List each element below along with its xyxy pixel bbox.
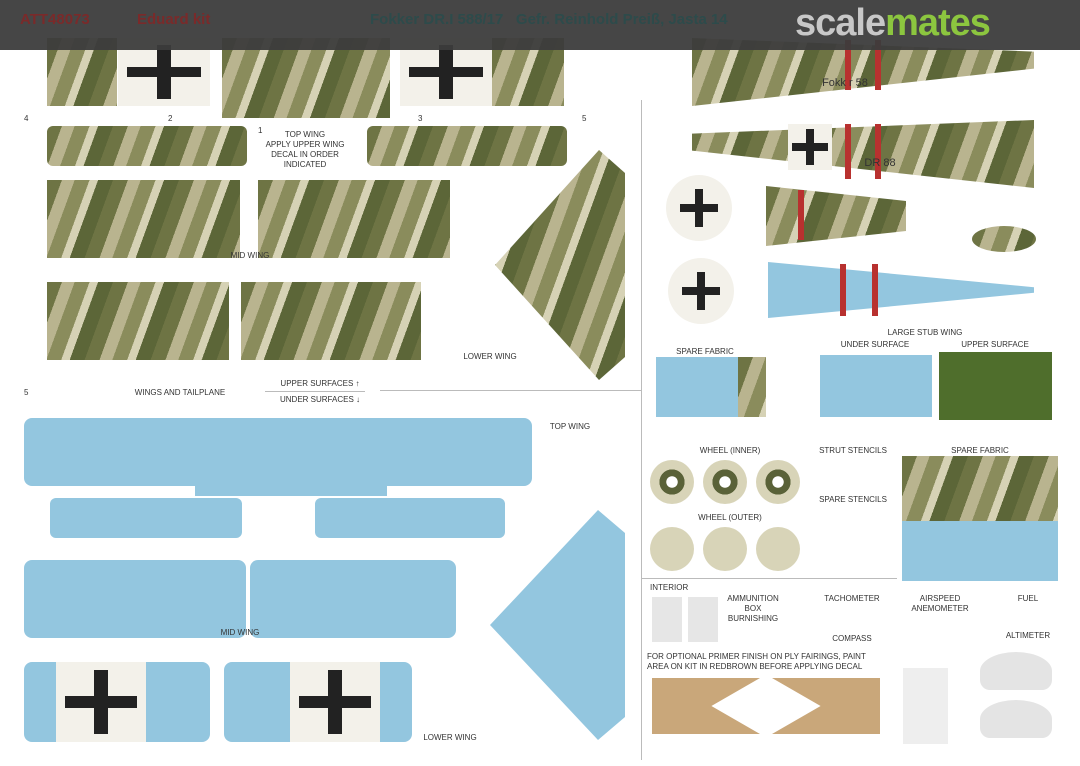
num-1: 1 <box>258 126 263 135</box>
mid-wing-left <box>47 180 240 258</box>
stub-under-surface <box>820 355 932 417</box>
large-stub-wing-label: LARGE STUB WING <box>887 328 963 337</box>
lower-wing-label: LOWER WING <box>463 352 517 361</box>
top-wing-instructions: TOP WING APPLY UPPER WING DECAL IN ORDER… <box>265 130 345 169</box>
product-code: ATT48073 <box>20 11 90 28</box>
stub-upper-label: UPPER SURFACE <box>961 340 1029 349</box>
interior-label: INTERIOR <box>650 583 689 592</box>
fuselage-serial-2: DR 88 <box>864 157 896 169</box>
fuselage-top <box>766 186 906 246</box>
num-4: 4 <box>24 114 29 123</box>
top-wing-under-center <box>195 480 387 496</box>
stub-under-label: UNDER SURFACE <box>840 340 910 349</box>
top-wing-center <box>222 38 390 118</box>
instrument-panel-decal <box>903 668 948 744</box>
red-stripe <box>872 264 878 316</box>
spare-fabric-camo <box>738 357 766 417</box>
top-wing-under <box>24 418 532 486</box>
mid-wing-right <box>258 180 450 258</box>
top-wing-under-label: TOP WING <box>549 422 591 431</box>
lower-wing-under-label: LOWER WING <box>423 733 477 742</box>
cowling-cross-decal <box>666 175 732 241</box>
red-stripe <box>875 124 881 179</box>
divider-vertical <box>641 100 642 760</box>
wings-tailplane-label: WINGS AND TAILPLANE <box>134 388 226 397</box>
divider <box>642 578 897 579</box>
scalemates-logo: scalemates <box>795 2 991 45</box>
mid-wing-under-left <box>24 560 246 638</box>
divider <box>265 391 365 392</box>
strut-stencils-label: STRUT STENCILS <box>819 446 887 455</box>
red-stripe <box>840 264 846 316</box>
num-5b: 5 <box>24 388 29 397</box>
iron-cross-decal <box>788 124 832 170</box>
under-surfaces-label: UNDER SURFACES ↓ <box>279 395 360 404</box>
wheel-inner-decal <box>756 460 800 504</box>
stub-upper-surface <box>939 352 1052 420</box>
spare-fabric-camo-2 <box>902 456 1058 521</box>
aileron-under-left <box>50 498 242 538</box>
kit-label: Eduard kit <box>137 11 211 28</box>
ply-fairing-decal <box>772 678 880 734</box>
aileron-right <box>367 126 567 166</box>
iron-cross-decal <box>290 662 380 742</box>
compass-label: COMPASS <box>832 634 872 643</box>
fuselage-bottom <box>768 262 1034 318</box>
wheel-outer-decal <box>703 527 747 571</box>
ammo-box-decal <box>688 597 718 642</box>
ply-fairing-decal <box>652 678 760 734</box>
headrest-decal <box>980 652 1052 690</box>
tailplane-under <box>490 510 625 740</box>
red-stripe <box>875 40 881 90</box>
wheel-outer-decal <box>756 527 800 571</box>
num-3: 3 <box>418 114 423 123</box>
num-2: 2 <box>168 114 173 123</box>
logo-part: mates <box>885 2 991 44</box>
spare-fabric-label-2: SPARE FABRIC <box>951 446 1009 455</box>
fuselage-serial: Fokk r 58 <box>822 77 868 89</box>
red-stripe <box>798 190 804 240</box>
header-bar: ATT48073 Eduard kit Fokker DR.I 588/17 G… <box>0 0 1080 50</box>
ammo-label: AMMUNITION BOX BURNISHING <box>727 594 779 623</box>
spare-stencils-label: SPARE STENCILS <box>819 495 887 504</box>
num-5: 5 <box>582 114 587 123</box>
wheel-inner-decal <box>703 460 747 504</box>
tachometer-label: TACHOMETER <box>824 594 880 603</box>
mid-wing-under-label: MID WING <box>220 628 260 637</box>
wheel-inner-decal <box>650 460 694 504</box>
logo-part: scale <box>795 2 886 44</box>
ammo-box-decal <box>652 597 682 642</box>
spare-fabric-label: SPARE FABRIC <box>676 347 734 356</box>
mid-wing-label: MID WING <box>230 251 270 260</box>
fuel-label: FUEL <box>1017 594 1039 603</box>
wheel-outer-decal <box>650 527 694 571</box>
altimeter-label: ALTIMETER <box>1005 631 1051 640</box>
primer-note: FOR OPTIONAL PRIMER FINISH ON PLY FAIRIN… <box>647 652 866 671</box>
red-stripe <box>845 124 851 179</box>
spare-fabric-blue <box>656 357 738 417</box>
lower-wing-left <box>47 282 229 360</box>
mid-wing-under-right <box>250 560 456 638</box>
spare-fabric-blue-2 <box>902 521 1058 581</box>
tailplane-upper <box>495 150 625 380</box>
divider <box>380 390 642 391</box>
cowling-cross-decal <box>668 258 734 324</box>
airspeed-label: AIRSPEED ANEMOMETER <box>911 594 969 613</box>
fuselage-side-2 <box>692 120 1034 188</box>
wheel-outer-label: WHEEL (OUTER) <box>698 513 762 522</box>
red-stripe <box>845 40 851 90</box>
aileron-left <box>47 126 247 166</box>
wheel-inner-label: WHEEL (INNER) <box>699 446 761 455</box>
aileron-under-right <box>315 498 505 538</box>
headrest-decal <box>980 700 1052 738</box>
lower-wing-right <box>241 282 421 360</box>
iron-cross-decal <box>56 662 146 742</box>
small-stub <box>972 226 1036 252</box>
upper-surfaces-label: UPPER SURFACES ↑ <box>280 379 360 388</box>
sheet-title: Fokker DR.I 588/17 Gefr. Reinhold Preiß,… <box>370 11 728 28</box>
